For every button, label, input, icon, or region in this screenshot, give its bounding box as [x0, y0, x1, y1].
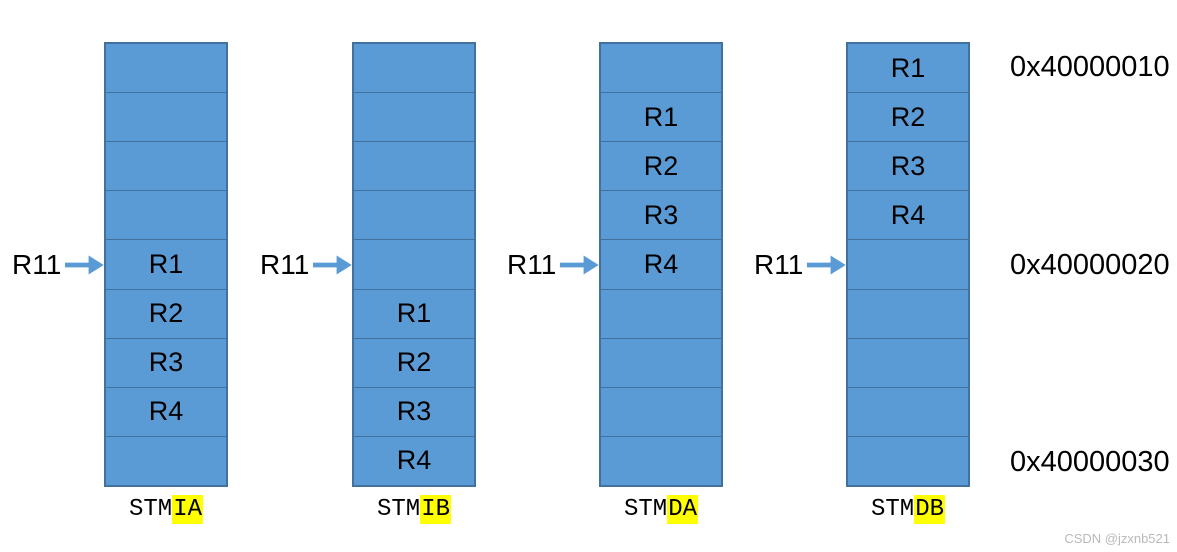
memory-cell	[848, 436, 968, 485]
memory-cell	[601, 289, 721, 339]
memory-cell	[106, 44, 226, 94]
watermark: CSDN @jzxnb521	[1064, 531, 1170, 546]
cell-register-label: R2	[643, 150, 679, 181]
memory-cell	[106, 93, 226, 143]
memory-cell	[106, 436, 226, 485]
address-label-0x40000010: 0x40000010	[1010, 51, 1170, 83]
memory-cell	[354, 44, 474, 94]
cell-register-label: R3	[890, 150, 926, 181]
column-label-stmia: STMIA	[104, 495, 228, 524]
cell-register-label: R2	[396, 347, 432, 378]
memory-cell	[848, 387, 968, 437]
cell-register-label: R2	[148, 298, 184, 329]
memory-cell: R2	[106, 289, 226, 339]
memory-cell: R3	[848, 142, 968, 192]
cell-register-label: R3	[643, 199, 679, 230]
cell-register-label: R4	[396, 445, 432, 476]
memory-cell: R4	[354, 436, 474, 485]
memory-cell: R3	[106, 338, 226, 388]
r11-label: R11	[260, 249, 310, 280]
column-label-stmda: STMDA	[599, 495, 723, 524]
label-highlight: DB	[914, 495, 946, 524]
memory-cell: R1	[354, 289, 474, 339]
memory-cell	[848, 338, 968, 388]
memory-cell	[848, 240, 968, 290]
memory-cell	[601, 436, 721, 485]
column-label-stmib: STMIB	[352, 495, 476, 524]
right-arrow-icon	[313, 255, 352, 275]
address-label-0x40000020: 0x40000020	[1010, 249, 1170, 281]
memory-column-stmda: R1 R2 R3 R4	[599, 42, 723, 487]
memory-column-stmia: R1 R2 R3 R4	[104, 42, 228, 487]
memory-cell: R2	[354, 338, 474, 388]
cell-register-label: R4	[148, 396, 184, 427]
address-label-0x40000030: 0x40000030	[1010, 446, 1170, 478]
cell-register-label: R3	[396, 396, 432, 427]
memory-cell	[354, 93, 474, 143]
memory-cell	[354, 240, 474, 290]
memory-cell: R3	[354, 387, 474, 437]
label-highlight: DA	[667, 495, 699, 524]
memory-cell: R1	[848, 44, 968, 94]
label-highlight: IA	[172, 495, 204, 524]
cell-register-label: R1	[148, 248, 184, 279]
r11-pointer-stmia: R11	[12, 250, 104, 280]
label-prefix: STM	[870, 496, 915, 523]
memory-cell	[601, 338, 721, 388]
cell-register-label: R3	[148, 347, 184, 378]
cell-register-label: R1	[396, 298, 432, 329]
right-arrow-icon	[807, 255, 846, 275]
memory-cell: R2	[601, 142, 721, 192]
r11-pointer-stmib: R11	[260, 250, 352, 280]
r11-pointer-stmda: R11	[507, 250, 599, 280]
r11-label: R11	[507, 249, 557, 280]
memory-column-stmdb: R1 R2 R3 R4	[846, 42, 970, 487]
memory-cell: R2	[848, 93, 968, 143]
cell-register-label: R4	[643, 248, 679, 279]
label-highlight: IB	[420, 495, 452, 524]
memory-cell	[106, 191, 226, 241]
memory-cell	[354, 191, 474, 241]
memory-cell: R4	[848, 191, 968, 241]
memory-cell: R3	[601, 191, 721, 241]
memory-cell	[601, 387, 721, 437]
r11-pointer-stmdb: R11	[754, 250, 846, 280]
memory-cell	[106, 142, 226, 192]
memory-cell	[601, 44, 721, 94]
memory-cell	[354, 142, 474, 192]
memory-column-stmib: R1 R2 R3 R4	[352, 42, 476, 487]
memory-cell	[848, 289, 968, 339]
column-label-stmdb: STMDB	[846, 495, 970, 524]
right-arrow-icon	[560, 255, 599, 275]
memory-cell: R4	[106, 387, 226, 437]
r11-label: R11	[754, 249, 804, 280]
label-prefix: STM	[623, 496, 668, 523]
cell-register-label: R1	[890, 52, 926, 83]
memory-cell: R1	[601, 93, 721, 143]
cell-register-label: R4	[890, 199, 926, 230]
label-prefix: STM	[128, 496, 173, 523]
cell-register-label: R2	[890, 101, 926, 132]
cell-register-label: R1	[643, 101, 679, 132]
label-prefix: STM	[376, 496, 421, 523]
memory-cell: R1	[106, 240, 226, 290]
right-arrow-icon	[65, 255, 104, 275]
r11-label: R11	[12, 249, 62, 280]
memory-cell: R4	[601, 240, 721, 290]
